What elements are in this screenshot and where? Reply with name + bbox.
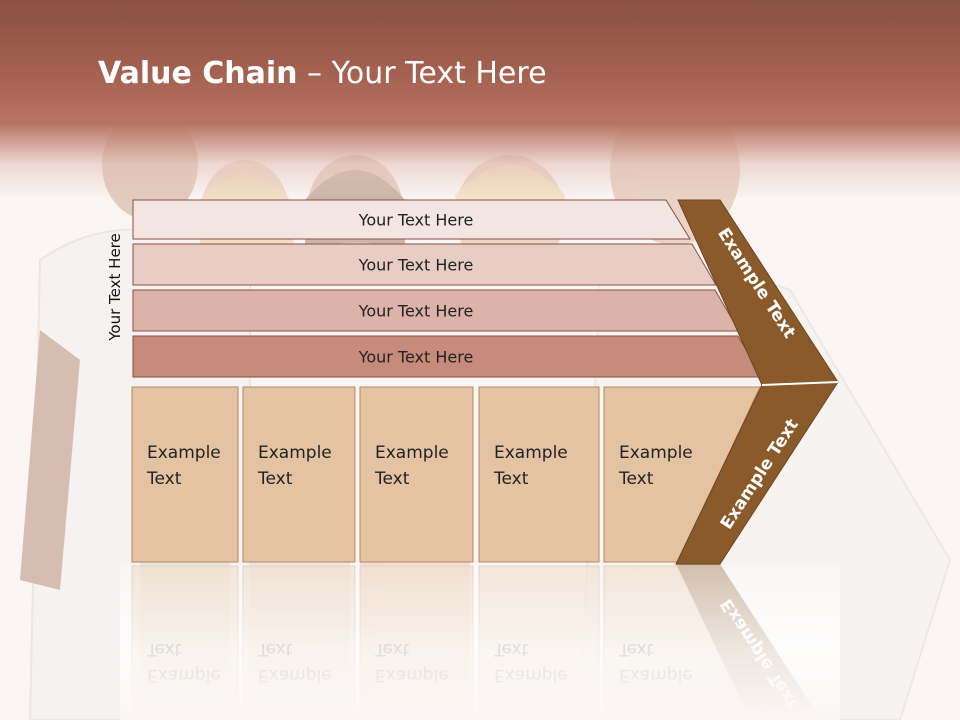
support-row xyxy=(132,199,691,240)
primary-column xyxy=(359,386,474,563)
primary-column xyxy=(131,386,239,563)
primary-column-label: Example xyxy=(147,443,221,463)
title-rest: – Your Text Here xyxy=(297,56,547,91)
page-title: Value Chain – Your Text Here xyxy=(98,52,547,96)
primary-column xyxy=(242,386,356,563)
primary-column-label: Example xyxy=(619,443,693,463)
title-bold: Value Chain xyxy=(98,56,298,91)
primary-column-label: Example xyxy=(375,443,449,463)
primary-column-label: Text xyxy=(257,469,293,489)
support-row-label: Your Text Here xyxy=(358,211,474,230)
support-row xyxy=(132,243,717,286)
support-row-label: Your Text Here xyxy=(358,302,474,321)
primary-column-label: Example xyxy=(258,443,332,463)
support-row-label: Your Text Here xyxy=(358,348,474,367)
primary-column-label: Text xyxy=(374,469,410,489)
support-row-label: Your Text Here xyxy=(358,256,474,275)
reflection-fade xyxy=(120,565,840,720)
chevron-divider xyxy=(761,381,839,386)
header-band xyxy=(0,0,960,200)
primary-column-label: Text xyxy=(618,469,654,489)
primary-column xyxy=(478,386,600,563)
primary-column-label: Text xyxy=(493,469,529,489)
primary-column-label: Text xyxy=(146,469,182,489)
primary-column-label: Example xyxy=(494,443,568,463)
